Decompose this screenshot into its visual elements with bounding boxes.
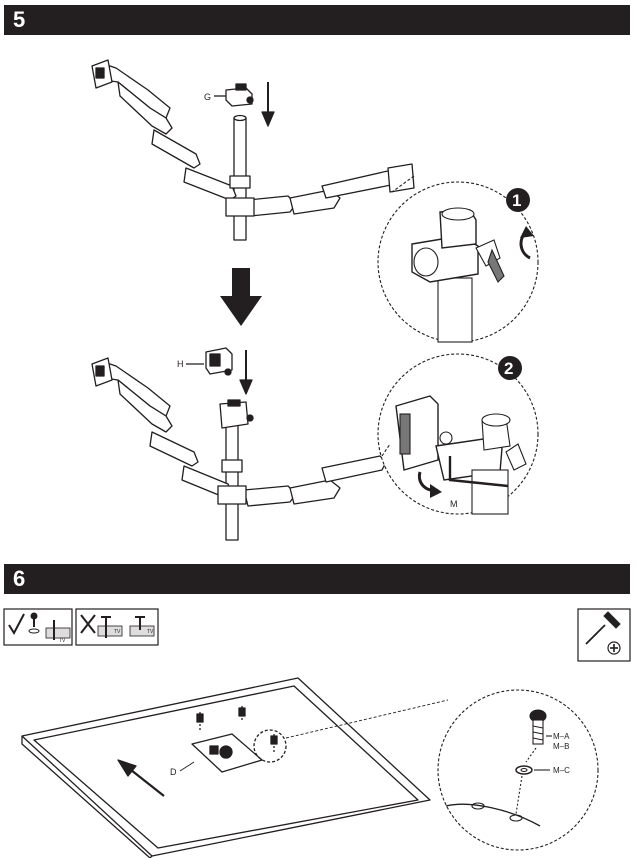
tv-back-illustration [21,677,449,858]
tv-tag-bad-1: TV [114,629,121,635]
screwdriver-box [577,608,631,662]
wrong-screw-box [75,608,159,646]
check-icon [8,613,25,636]
cross-icon [80,614,96,634]
detail-2-badge [498,356,522,380]
step-6-header: 6 [4,564,630,594]
step5-bottom-stand-illustration [91,347,387,541]
label-m-c: M–C [553,766,570,775]
tv-tag-ok: TV [59,638,66,644]
step-6-number: 6 [13,566,26,591]
correct-screw-box [3,608,73,646]
label-m-a: M–A [553,732,570,741]
phillips-icon [607,641,621,655]
step-5-number: 5 [13,7,26,32]
rotate-icon [519,226,534,260]
label-h: H [177,359,184,369]
tv-tag-bad-2: TV [147,629,154,635]
detail-1-badge [506,188,530,212]
step5-top-stand-illustration [91,59,415,241]
label-m: M [450,499,458,509]
arrow-down-icon [220,268,262,326]
screwdriver-icon [585,611,621,645]
step-5-header: 5 [4,5,630,35]
step6-screw-detail [437,689,599,851]
step5-detail-1 [377,175,539,343]
label-d: D [170,767,177,777]
label-m-b: M–B [553,742,569,751]
rotate-icon-2 [417,471,442,498]
detail-1-number: 1 [512,191,521,210]
label-g: G [204,92,211,102]
detail-2-number: 2 [504,359,513,378]
